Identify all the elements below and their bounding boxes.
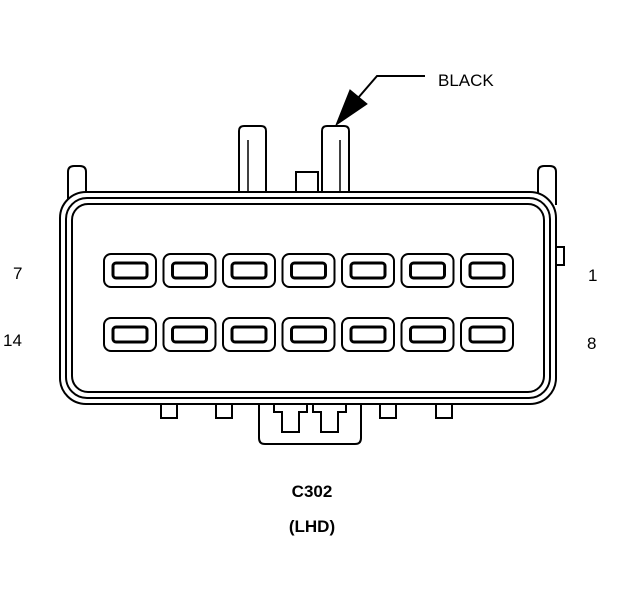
pin-label-1: 1 [588, 266, 597, 285]
top-posts [238, 125, 350, 195]
pin-contact-11 [290, 325, 327, 344]
color-label: BLACK [438, 71, 494, 90]
pin-cavities [103, 253, 514, 352]
left-post [238, 125, 267, 195]
pin-contact-5 [230, 261, 268, 280]
pin-label-8: 8 [587, 334, 596, 353]
right-side-tab [555, 246, 565, 266]
right-latch-arm [537, 165, 557, 205]
pin-contact-9 [409, 325, 446, 344]
pin-contact-14 [111, 325, 149, 344]
pin-contact-4 [290, 261, 327, 280]
pin-contact-1 [468, 261, 506, 280]
pin-contact-3 [349, 261, 387, 280]
pin-contact-2 [409, 261, 446, 280]
pin-contact-13 [171, 325, 208, 344]
color-callout-pointer [334, 75, 425, 127]
connector-id: C302 [292, 482, 333, 501]
pin-contact-8 [468, 325, 506, 344]
pin-label-14: 14 [3, 331, 22, 350]
center-nub [295, 171, 319, 195]
connector-body [59, 191, 557, 405]
bottom-key [258, 402, 362, 445]
connector-variant: (LHD) [289, 517, 335, 536]
left-latch-arm [67, 165, 87, 205]
pin-label-7: 7 [13, 264, 22, 283]
bottom-tabs [160, 403, 453, 419]
pin-contact-12 [230, 325, 268, 344]
pin-contact-7 [111, 261, 149, 280]
right-post [321, 125, 350, 195]
side-latches [59, 165, 565, 266]
pin-contact-6 [171, 261, 208, 280]
pin-contact-10 [349, 325, 387, 344]
